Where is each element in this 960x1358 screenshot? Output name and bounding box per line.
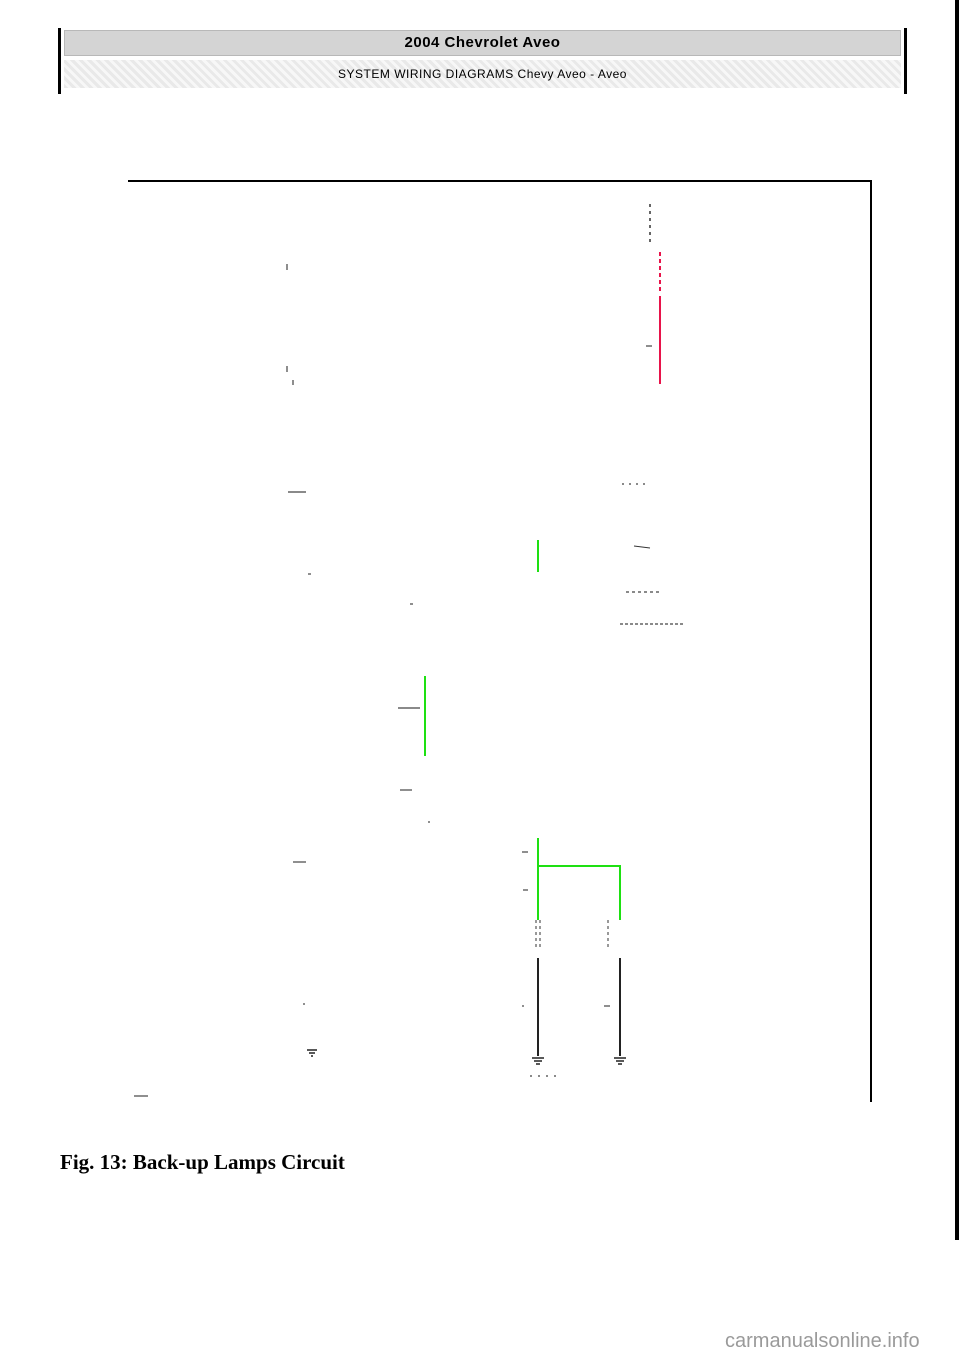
watermark-text: carmanualsonline.info xyxy=(725,1330,920,1352)
ground-symbol-right xyxy=(614,1057,626,1065)
document-subtitle: SYSTEM WIRING DIAGRAMS Chevy Aveo - Aveo xyxy=(64,60,901,88)
header-left-rule xyxy=(58,28,61,94)
backup-switch-symbol xyxy=(633,545,651,549)
document-title: 2004 Chevrolet Aveo xyxy=(64,30,901,56)
ground-symbol-center xyxy=(307,1049,317,1057)
header-right-rule xyxy=(904,28,907,94)
wiring-diagram-frame xyxy=(128,180,872,1102)
lamp-left-bracket xyxy=(535,920,541,950)
ground-symbol-left xyxy=(532,1057,544,1065)
faded-marks xyxy=(134,264,684,1097)
page-right-edge xyxy=(955,0,959,1240)
document-header: 2004 Chevrolet Aveo SYSTEM WIRING DIAGRA… xyxy=(58,26,907,94)
figure-caption: Fig. 13: Back-up Lamps Circuit xyxy=(60,1150,345,1174)
wire-green-lamp-feed xyxy=(537,838,621,920)
